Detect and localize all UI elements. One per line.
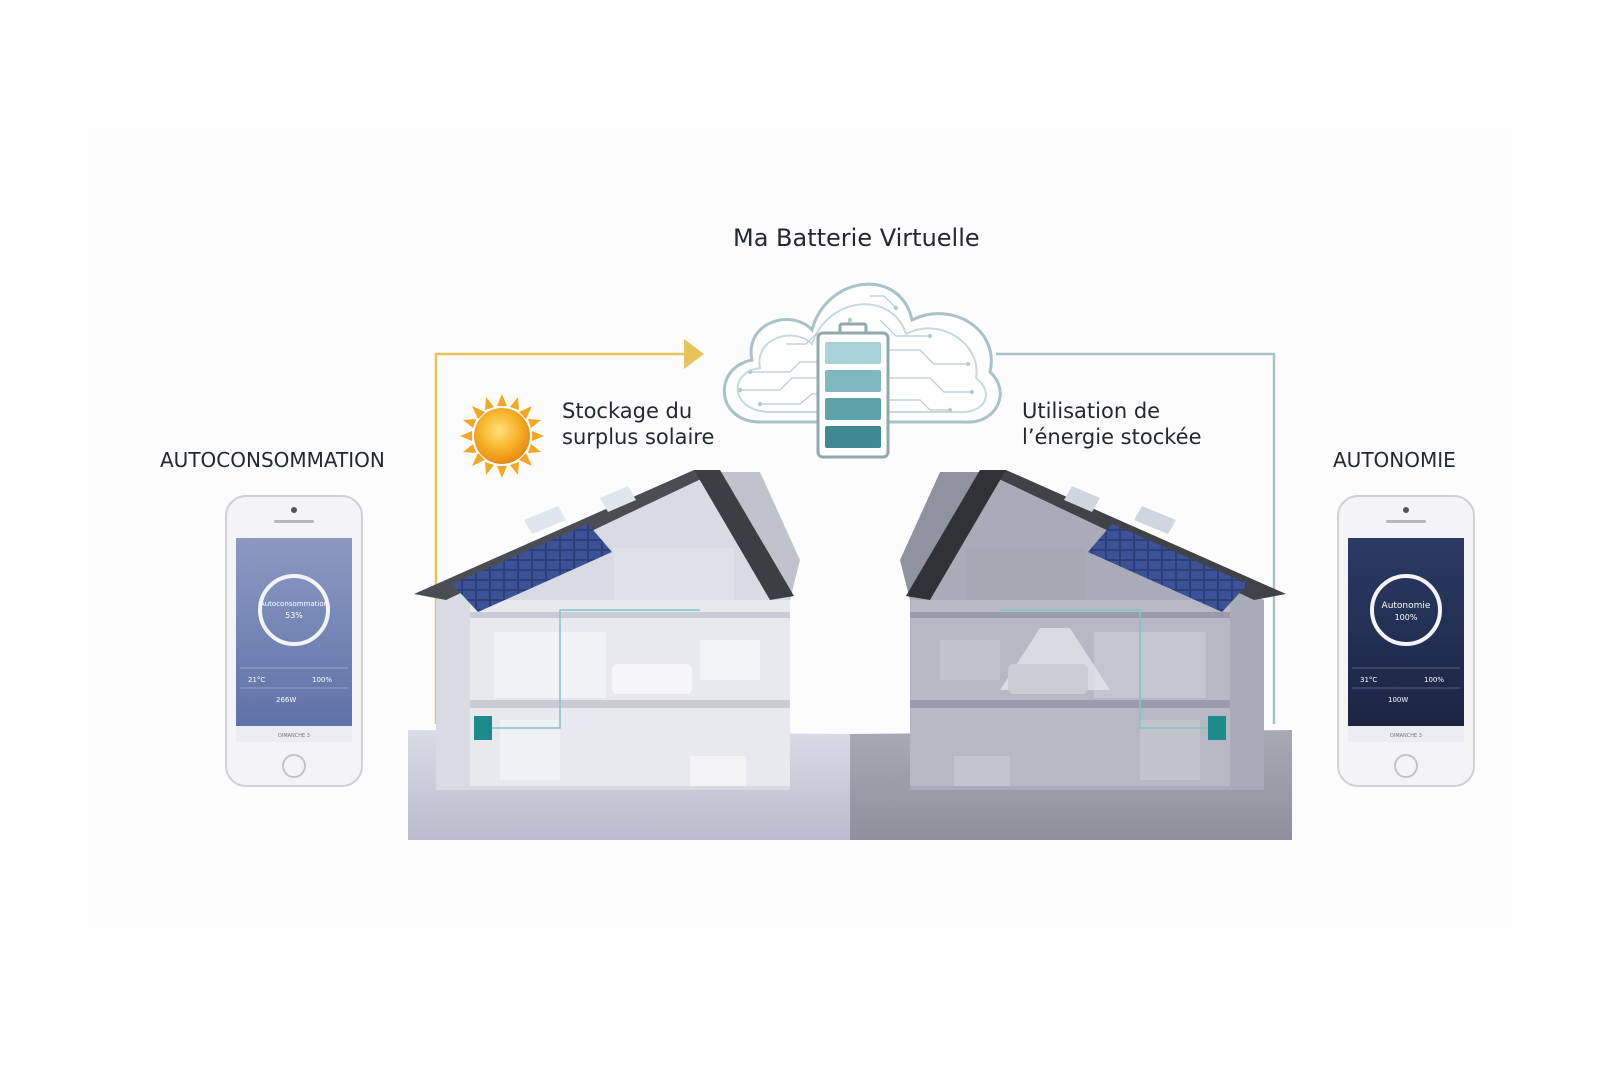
phone-screen (236, 538, 352, 742)
skylight (524, 506, 566, 534)
home-button (282, 754, 306, 778)
sofa (1008, 664, 1088, 694)
right-ring-value: 100% (1395, 613, 1418, 622)
left-ring-label: Autoconsommation (260, 600, 328, 608)
home-button (1394, 754, 1418, 778)
left-power: 266W (276, 696, 296, 704)
solar-panel-icon (1088, 524, 1248, 612)
label-autonomie: AUTONOMIE (1333, 448, 1456, 472)
right-power: 100W (1388, 696, 1408, 704)
house-night (900, 470, 1286, 790)
caption-storage-line1: Stockage du (562, 399, 693, 423)
circuit-lines (740, 295, 972, 411)
caption-storage-line2: surplus solaire (562, 425, 715, 449)
solar-panel-icon (452, 524, 612, 612)
phone-left (225, 495, 363, 787)
caption-usage: Utilisation de l’énergie stockée (1022, 398, 1202, 450)
arrow-right-icon (684, 339, 704, 369)
caption-storage: Stockage du surplus solaire (562, 398, 714, 450)
skylight (1064, 486, 1100, 512)
caption-usage-line1: Utilisation de (1022, 399, 1161, 423)
storage-flow-line (996, 352, 1276, 724)
ring-gauge (1370, 574, 1442, 646)
inverter-box (474, 716, 492, 740)
right-stat-percent: 100% (1424, 676, 1444, 684)
house-day (414, 470, 800, 790)
skylight (1134, 506, 1176, 534)
battery-icon (816, 322, 890, 459)
right-ring-label: Autonomie (1382, 601, 1431, 611)
skylight (600, 486, 636, 512)
left-ring-value: 53% (285, 611, 303, 620)
left-stat-percent: 100% (312, 676, 332, 684)
sun-icon (460, 394, 544, 478)
left-footer: DIMANCHE 3 (278, 733, 310, 739)
sofa (612, 664, 692, 694)
diagram-title: Ma Batterie Virtuelle (733, 224, 980, 252)
right-footer: DIMANCHE 3 (1390, 733, 1422, 739)
ring-gauge (258, 574, 330, 646)
right-stat-temp: 31°C (1360, 676, 1377, 684)
inverter-box (1208, 716, 1226, 740)
caption-usage-line2: l’énergie stockée (1022, 425, 1202, 449)
circuit-dots (737, 305, 975, 413)
phone-screen (1348, 538, 1464, 742)
phone-right (1337, 495, 1475, 787)
left-stat-temp: 21°C (248, 676, 265, 684)
label-autoconsommation: AUTOCONSOMMATION (160, 448, 385, 472)
